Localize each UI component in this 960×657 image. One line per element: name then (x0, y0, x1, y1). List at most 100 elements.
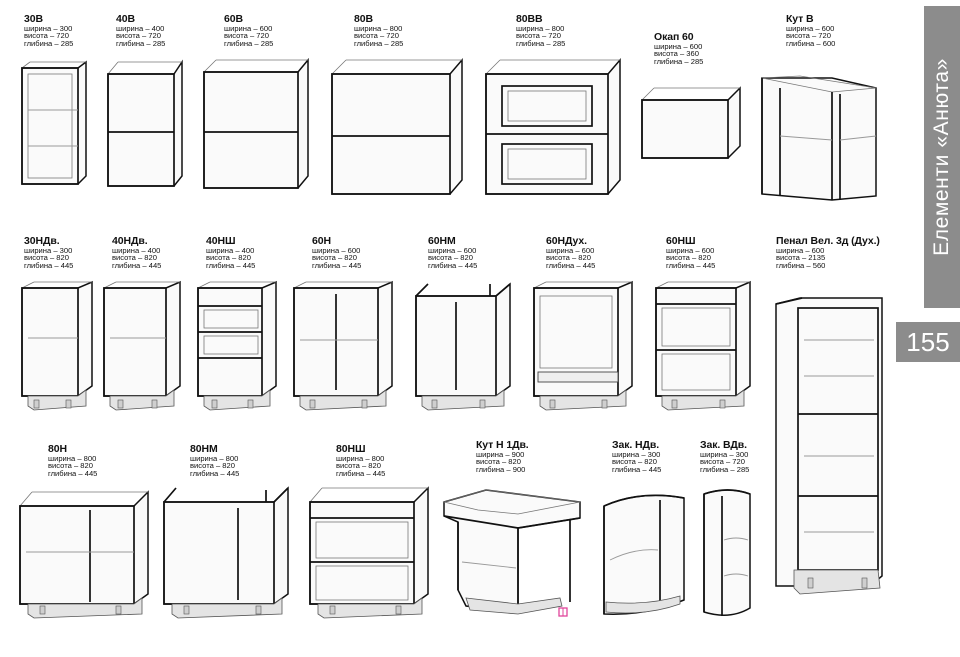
cabinet-height: висота – 720 (516, 31, 561, 41)
spec-60n: 60Н ширина – 600 висота – 820 глибина – … (312, 236, 361, 270)
cabinet-height: висота – 720 (700, 457, 745, 467)
cabinet-depth: глибина – 900 (476, 465, 526, 475)
cabinet-name: 80В (354, 13, 373, 25)
cabinet-40nsh-drawing (197, 280, 277, 411)
cabinet-width: ширина – 400 (112, 245, 161, 255)
cabinet-height: висота – 720 (786, 31, 831, 41)
cabinet-name: 40В (116, 13, 135, 25)
spec-40v: 40В ширина – 400 висота – 720 глибина – … (116, 14, 165, 48)
cabinet-height: висота – 820 (112, 253, 157, 263)
cabinet-depth: глибина – 560 (776, 261, 826, 271)
pink-marker-icon (558, 607, 568, 617)
cabinet-depth: глибина – 445 (48, 469, 98, 479)
cabinet-depth: глибина – 445 (612, 465, 662, 475)
cabinet-80nm-drawing (163, 486, 289, 619)
cabinet-okap60-drawing (641, 86, 741, 159)
spec-80vv: 80ВВ ширина – 800 висота – 720 глибина –… (516, 14, 565, 48)
cabinet-depth: глибина – 445 (112, 261, 162, 271)
spec-60ndukh: 60НДух. ширина – 600 висота – 820 глибин… (546, 236, 595, 270)
cabinet-depth: глибина – 445 (666, 261, 716, 271)
cabinet-zaknd-drawing (603, 494, 685, 615)
cabinet-kutn-drawing (442, 489, 581, 615)
cabinet-height: висота – 820 (336, 461, 381, 471)
cabinet-width: ширина – 800 (48, 453, 97, 463)
cabinet-depth: глибина – 285 (516, 39, 566, 49)
spec-80v: 80В ширина – 800 висота – 720 глибина – … (354, 14, 403, 48)
cabinet-height: висота – 820 (312, 253, 357, 263)
cabinet-name: 80НШ (336, 443, 366, 455)
cabinet-width: ширина – 400 (206, 245, 255, 255)
cabinet-width: ширина – 600 (654, 41, 703, 51)
cabinet-body (21, 60, 87, 185)
cabinet-name: Окап 60 (654, 31, 694, 43)
cabinet-40v-drawing (107, 59, 183, 187)
spec-30v: 30В ширина – 300 висота – 720 глибина – … (24, 14, 73, 48)
cabinet-name: 60Н (312, 235, 331, 247)
cabinet-name: 60НШ (666, 235, 696, 247)
cabinet-30nd-drawing (21, 280, 93, 411)
cabinet-60n-drawing (293, 280, 393, 411)
cabinet-80n-drawing (19, 490, 149, 619)
cabinet-name: Пенал Вел. 3д (Дух.) (776, 235, 880, 247)
cabinet-penal-drawing (775, 297, 883, 595)
cabinet-depth: глибина – 285 (24, 39, 74, 49)
cabinet-height: висота – 820 (546, 253, 591, 263)
cabinet-depth: глибина – 445 (190, 469, 240, 479)
cabinet-depth: глибина – 285 (654, 57, 704, 67)
cabinet-depth: глибина – 445 (312, 261, 362, 271)
cabinet-name: 60В (224, 13, 243, 25)
cabinet-height: висота – 2135 (776, 253, 826, 263)
cabinet-depth: глибина – 285 (354, 39, 404, 49)
cabinet-width: ширина – 600 (776, 245, 825, 255)
cabinet-depth: глибина – 600 (786, 39, 836, 49)
cabinet-name: 30НДв. (24, 235, 60, 247)
cabinet-name: 30В (24, 13, 43, 25)
cabinet-depth: глибина – 445 (24, 261, 74, 271)
catalog-section-title: Елементи «Анюта» (924, 6, 960, 308)
cabinet-name: 60НДух. (546, 235, 587, 247)
cabinet-height: висота – 820 (476, 457, 521, 467)
cabinet-width: ширина – 600 (546, 245, 595, 255)
spec-kutn: Кут Н 1Дв. ширина – 900 висота – 820 гли… (476, 440, 529, 474)
cabinet-width: ширина – 300 (612, 449, 661, 459)
spec-zaknd: Зак. НДв. ширина – 300 висота – 820 глиб… (612, 440, 661, 474)
cabinet-width: ширина – 300 (24, 23, 73, 33)
cabinet-30v-drawing (21, 60, 87, 185)
cabinet-depth: глибина – 445 (206, 261, 256, 271)
cabinet-depth: глибина – 445 (428, 261, 478, 271)
cabinet-depth: глибина – 285 (700, 465, 750, 475)
cabinet-width: ширина – 300 (24, 245, 73, 255)
cabinet-width: ширина – 300 (700, 449, 749, 459)
cabinet-width: ширина – 800 (336, 453, 385, 463)
spec-80nsh: 80НШ ширина – 800 висота – 820 глибина –… (336, 444, 385, 478)
spec-40nd: 40НДв. ширина – 400 висота – 820 глибина… (112, 236, 161, 270)
cabinet-80v-drawing (331, 57, 463, 195)
cabinet-60ndukh-drawing (533, 280, 633, 411)
spec-penal: Пенал Вел. 3д (Дух.) ширина – 600 висота… (776, 236, 880, 270)
spec-40nsh: 40НШ ширина – 400 висота – 820 глибина –… (206, 236, 255, 270)
spec-60nm: 60НМ ширина – 600 висота – 820 глибина –… (428, 236, 477, 270)
spec-okap60: Окап 60 ширина – 600 висота – 360 глибин… (654, 32, 703, 66)
cabinet-height: висота – 720 (24, 31, 69, 41)
cabinet-60v-drawing (203, 57, 309, 189)
cabinet-name: 80ВВ (516, 13, 543, 25)
catalog-section-title-text: Елементи «Анюта» (930, 58, 953, 256)
cabinet-height: висота – 720 (224, 31, 269, 41)
side-band (924, 6, 960, 308)
cabinet-60nsh-drawing (655, 280, 751, 411)
cabinet-80vv-drawing (485, 57, 621, 195)
cabinet-width: ширина – 600 (428, 245, 477, 255)
cabinet-depth: глибина – 445 (546, 261, 596, 271)
cabinet-width: ширина – 400 (116, 23, 165, 33)
cabinet-kutv-drawing (761, 75, 877, 201)
cabinet-width: ширина – 600 (224, 23, 273, 33)
cabinet-name: 40НДв. (112, 235, 148, 247)
cabinet-60nm-drawing (415, 282, 511, 411)
cabinet-width: ширина – 800 (354, 23, 403, 33)
cabinet-width: ширина – 900 (476, 449, 525, 459)
spec-80nm: 80НМ ширина – 800 висота – 820 глибина –… (190, 444, 239, 478)
spec-kutv: Кут В ширина – 600 висота – 720 глибина … (786, 14, 835, 48)
spec-zakvd: Зак. ВДв. ширина – 300 висота – 720 глиб… (700, 440, 749, 474)
cabinet-80nsh-drawing (309, 486, 429, 619)
cabinet-name: 40НШ (206, 235, 236, 247)
